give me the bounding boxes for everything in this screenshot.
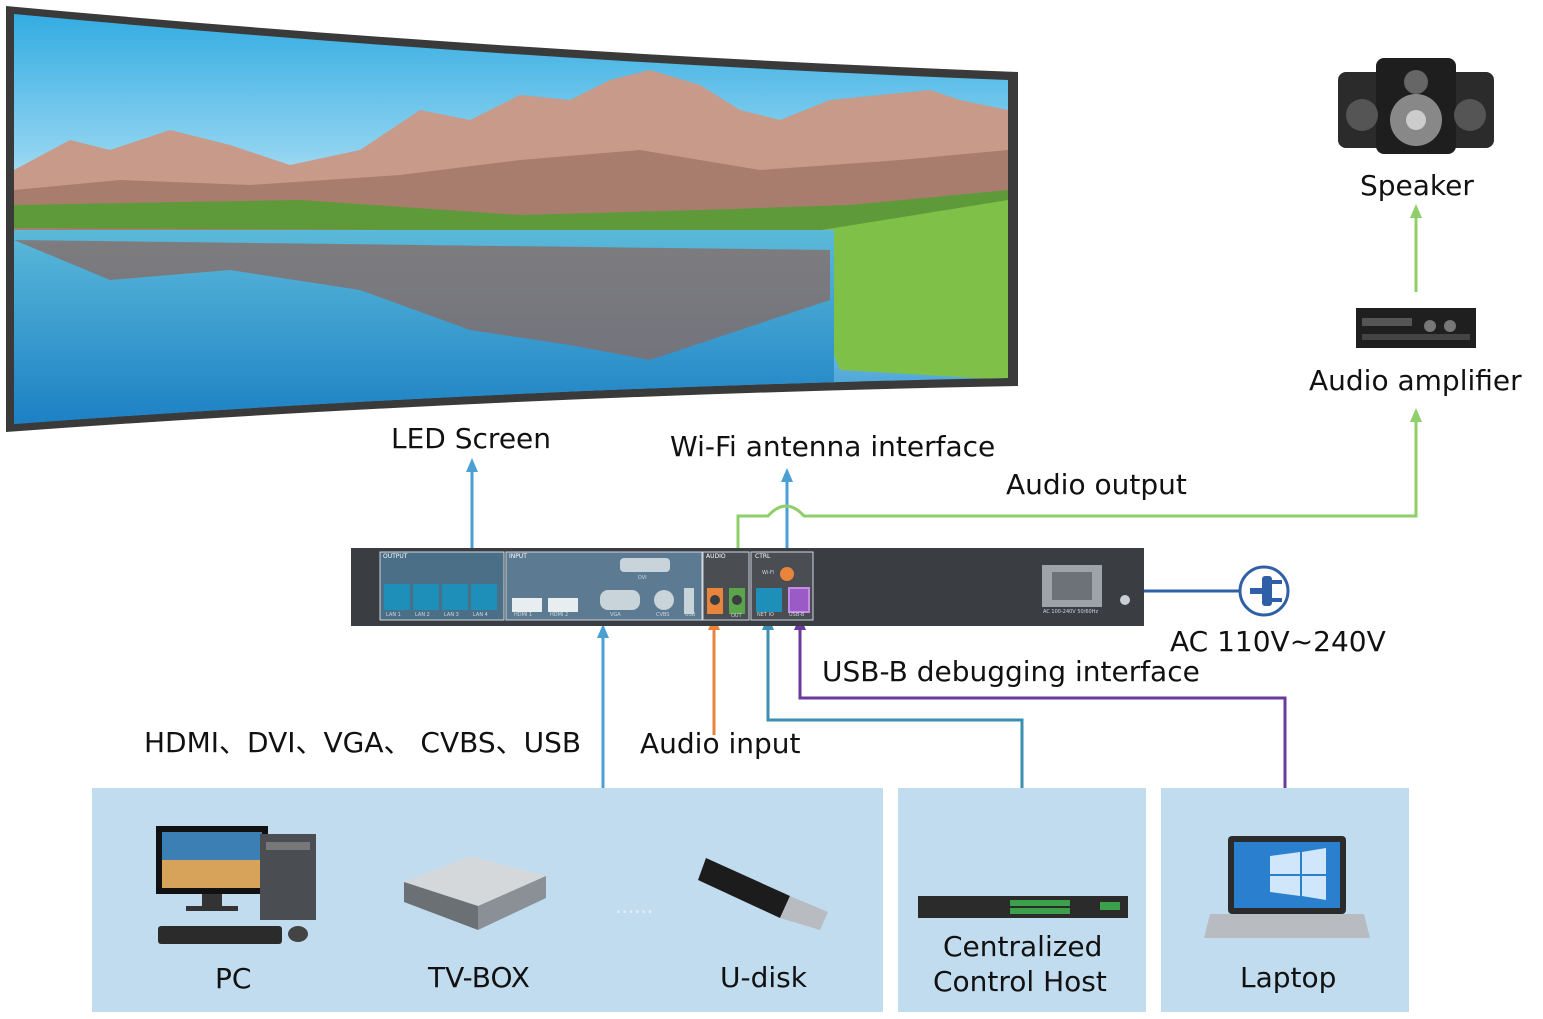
tv-box-label: TV-BOX xyxy=(428,961,530,994)
pc-label: PC xyxy=(215,962,252,995)
dvi-port-label: DVI xyxy=(638,575,647,581)
speaker-arrow-head xyxy=(1410,204,1422,218)
ac-rating-label: AC 100-240V 50/60Hz xyxy=(1043,609,1099,615)
audio-output-line xyxy=(736,418,1418,590)
ctrl-section-label: CTRL xyxy=(755,553,771,560)
usb-port-label: USB xyxy=(685,612,696,618)
usb-b-port-label: USB-B xyxy=(789,612,805,618)
lan-port-label: LAN 4 xyxy=(473,612,488,618)
audio-section-label: AUDIO xyxy=(706,553,726,560)
power-plug-icon xyxy=(1238,565,1290,617)
input-section-label: INPUT xyxy=(509,553,527,560)
video-input-arrow-head xyxy=(597,624,609,638)
audio-input-label: Audio input xyxy=(640,727,801,760)
led-screen-label: LED Screen xyxy=(391,422,552,455)
speaker-label: Speaker xyxy=(1360,169,1474,202)
audio-output-label: Audio output xyxy=(1006,468,1187,501)
cvbs-port-label: CVBS xyxy=(656,612,670,618)
ac-power-label: AC 110V~240V xyxy=(1170,625,1386,658)
pc-icon xyxy=(156,826,316,944)
u-disk-label: U-disk xyxy=(720,961,807,994)
vga-port-label: VGA xyxy=(610,612,621,618)
ellipsis-label: ...... xyxy=(615,894,654,918)
usb-b-debug-label: USB-B debugging interface xyxy=(822,655,1200,688)
hdmi2-port-label: HDMI 2 xyxy=(550,612,569,618)
video-processor-rear-panel xyxy=(351,548,1144,626)
control-host-label-line1: Centralized xyxy=(943,930,1103,963)
wifi-antenna-label: Wi-Fi antenna interface xyxy=(670,430,996,463)
tv-box-icon xyxy=(404,856,546,930)
wifi-port-label: Wi-Fi xyxy=(762,570,774,576)
hdmi1-port-label: HDMI 1 xyxy=(514,612,533,618)
u-disk-icon xyxy=(698,858,828,930)
netio-port-label: NET IO xyxy=(757,612,774,618)
control-host-line xyxy=(766,626,1024,788)
control-host-icon xyxy=(918,896,1128,918)
control-host-label-line2: Control Host xyxy=(933,965,1107,998)
laptop-label: Laptop xyxy=(1240,961,1337,994)
video-inputs-label: HDMI、DVI、VGA、 CVBS、USB xyxy=(144,726,582,759)
lan-ports xyxy=(384,584,497,610)
audio-output-arrow-head xyxy=(1410,408,1422,422)
audio-out-port-label: OUT xyxy=(731,613,742,619)
wifi-arrow-head xyxy=(781,468,793,482)
laptop-icon xyxy=(1204,836,1370,938)
audio-amplifier-label: Audio amplifier xyxy=(1309,364,1522,397)
led-screen-image xyxy=(6,6,1018,432)
laptop-line xyxy=(798,626,1287,788)
led-arrow-head xyxy=(466,458,478,472)
lan-port-label: LAN 1 xyxy=(386,612,401,618)
lan-port-label: LAN 3 xyxy=(444,612,459,618)
lan-port-label: LAN 2 xyxy=(415,612,430,618)
output-section-label: OUTPUT xyxy=(383,553,408,560)
amplifier-icon xyxy=(1356,308,1476,348)
speaker-icon xyxy=(1338,58,1494,154)
